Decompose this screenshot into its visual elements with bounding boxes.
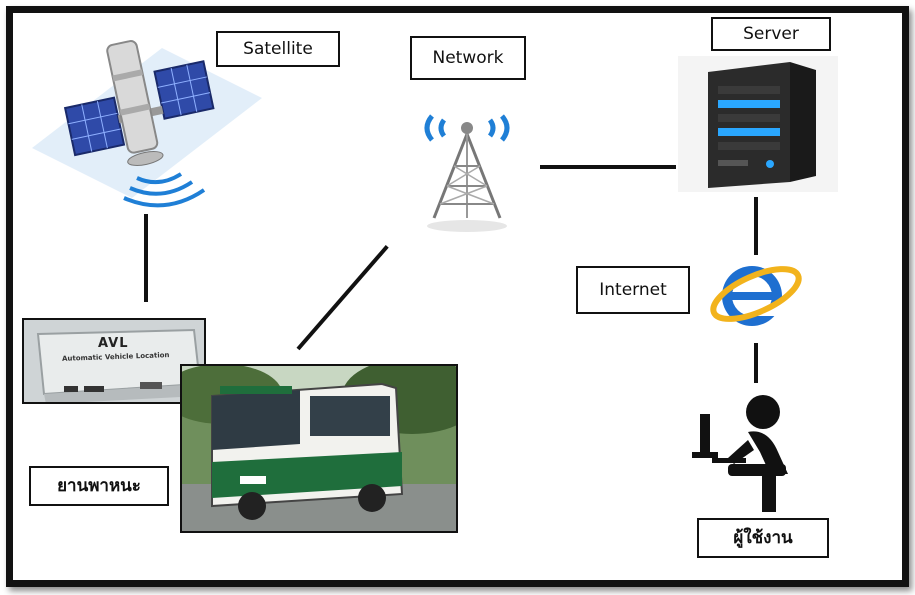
- connector-internet-user: [754, 343, 758, 383]
- server-tower-icon: [678, 56, 838, 192]
- bus-photo: [180, 364, 458, 533]
- cell-tower-icon: [412, 108, 522, 258]
- vehicle-label: ยานพาหนะ: [29, 466, 169, 506]
- user-label: ผู้ใช้งาน: [697, 518, 829, 558]
- network-label: Network: [410, 36, 526, 80]
- satellite-icon: [32, 28, 262, 208]
- connector-server-internet: [754, 197, 758, 255]
- server-label: Server: [711, 17, 831, 51]
- person-at-computer-icon: [688, 392, 828, 512]
- internet-explorer-icon: [706, 254, 804, 334]
- avl-device-title: AVL: [98, 336, 129, 351]
- internet-label: Internet: [576, 266, 690, 314]
- avl-device-photo: AVL Automatic Vehicle Location: [22, 318, 206, 404]
- connector-network-server: [540, 165, 676, 169]
- satellite-label: Satellite: [216, 31, 340, 67]
- connector-satellite-avl: [144, 214, 148, 302]
